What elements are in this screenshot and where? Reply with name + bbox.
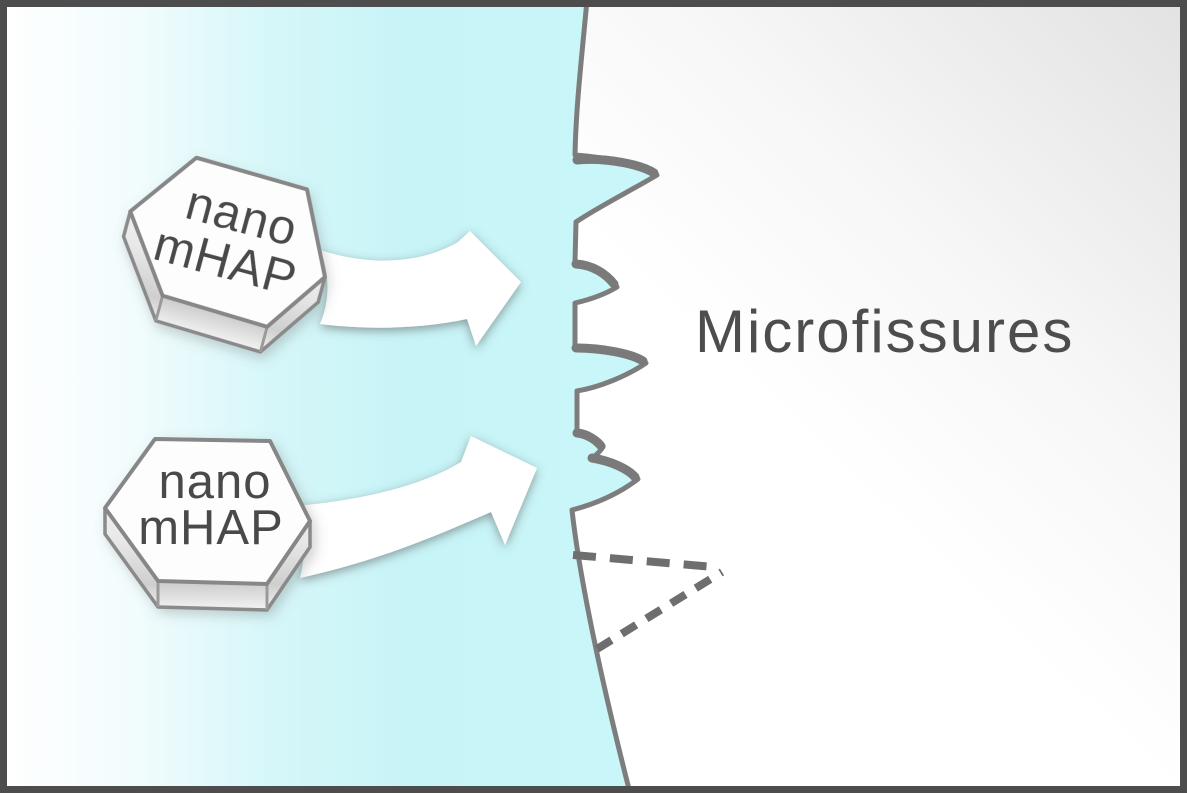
nano-mhap-particle-lower: nano mHAP	[103, 437, 312, 612]
dashed-fissure-line-upper	[572, 551, 715, 571]
fissure-lip-2	[571, 259, 619, 289]
hexagon-top-face	[128, 155, 327, 329]
fissure-lip-4a	[572, 428, 606, 451]
subsurface-fissure	[572, 551, 725, 653]
arrow-icon-upper	[320, 231, 521, 346]
particle-label-line2: mHAP	[138, 501, 284, 555]
hexagon-side-edge	[258, 326, 269, 353]
fluid-layer-with-fissures	[0, 0, 660, 793]
hexagon-top-face	[103, 437, 312, 586]
arrow-icon-lower	[296, 436, 537, 578]
hexagon-side-edge	[154, 295, 165, 322]
fissure-outlines	[571, 154, 659, 482]
particle-label-line1: nano	[158, 455, 271, 509]
microfissures-label: Microfissures	[695, 298, 1074, 365]
fissure-lip-4b	[587, 453, 640, 482]
fissure-lip-3	[571, 343, 648, 366]
nano-mhap-particle-upper: nano mHAP	[121, 155, 327, 354]
dashed-fissure-line-lower	[594, 568, 725, 653]
fissure-lip-1	[572, 154, 659, 178]
